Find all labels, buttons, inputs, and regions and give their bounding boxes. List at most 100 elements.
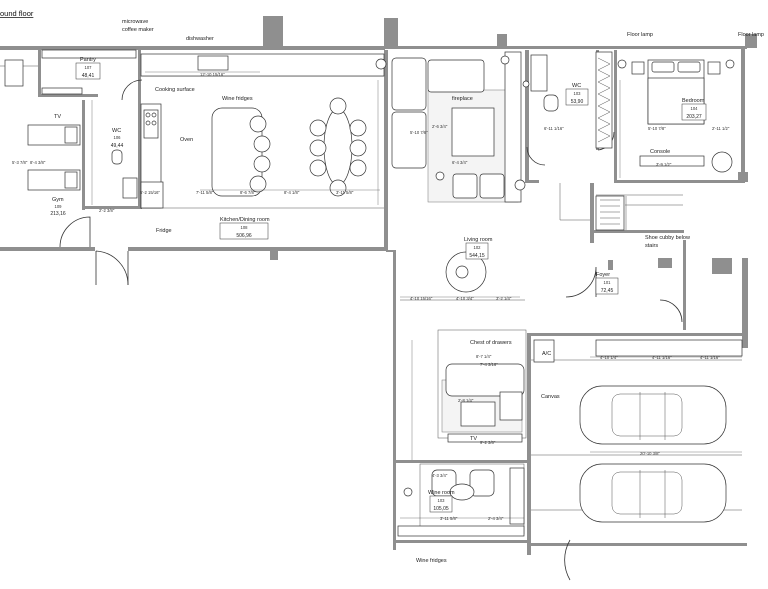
dim-d08: 4'-10 3/4"	[456, 296, 474, 301]
dimension-lines	[91, 71, 742, 519]
room-name-wc-right: WC	[572, 83, 581, 89]
sofa-side	[391, 111, 427, 169]
label-floor-lamp-2: Floor lamp	[738, 32, 764, 38]
decor	[375, 55, 530, 497]
coffee-table	[451, 107, 495, 157]
armchair-2	[479, 173, 505, 199]
dim-d30: 7'-4 3/16"	[480, 362, 498, 367]
room-num-pantry: 107	[85, 65, 93, 70]
room-area-gym: 213,16	[50, 211, 66, 217]
pantry-shelf	[41, 49, 137, 59]
car-2	[579, 463, 727, 523]
dim-d21: 2'-4 3/4"	[488, 516, 504, 521]
lower-sofa	[445, 363, 525, 397]
sofa-corner	[427, 59, 485, 93]
ac-unit	[533, 339, 555, 363]
dim-d16: 4'-11 1/16"	[700, 355, 720, 360]
dim-d26: 2'-6 3/4"	[432, 124, 448, 129]
burner-3	[145, 120, 151, 126]
wc-vanity-right	[530, 54, 548, 92]
stool-1	[249, 115, 267, 133]
treadmill-1-console	[64, 126, 78, 144]
label-microwave: microwave	[122, 19, 148, 25]
nightstand-2	[707, 61, 721, 75]
dim-d07: 4'-10 15/16"	[410, 296, 433, 301]
tag-foyer	[595, 277, 619, 295]
chair-bottom	[329, 179, 347, 197]
label-fridge: Fridge	[156, 228, 172, 234]
room-num-foyer: 101	[604, 280, 612, 285]
room-num-bedroom: 104	[691, 106, 699, 111]
room-num-living: 102	[474, 245, 482, 250]
label-canvas: Canvas	[541, 394, 560, 400]
wall-fragment-4	[738, 172, 748, 182]
wall-garage-bottom	[527, 543, 747, 546]
doors	[59, 79, 683, 581]
column-bottom	[270, 250, 278, 260]
dim-d02: 8'-6 7/8"	[240, 190, 256, 195]
wall-garage-top	[527, 333, 747, 336]
wall-kitchen-bottom	[128, 247, 388, 251]
wall-pantry-left	[38, 50, 41, 95]
chair-r3	[349, 159, 367, 177]
chair-r2	[349, 139, 367, 157]
room-num-wine: 103	[438, 498, 446, 503]
wall-living-right-return	[525, 180, 539, 183]
wall-wc-left	[82, 100, 85, 210]
dim-d05: 8'-4 1/8"	[284, 190, 300, 195]
room-area-kitchen: 506,96	[236, 233, 252, 239]
fridge	[140, 181, 164, 209]
kitchen-top-counter	[140, 53, 385, 77]
room-name-bedroom: Bedroom	[682, 98, 705, 104]
plant-6	[522, 80, 530, 88]
stair-landing	[595, 195, 625, 231]
left-wing-furniture	[4, 49, 385, 209]
pillow-2	[677, 61, 701, 73]
wall-bedroom-bottom	[614, 180, 745, 183]
chair-l2	[309, 139, 327, 157]
burner-2	[151, 112, 157, 118]
room-area-foyer: 72,45	[601, 288, 614, 294]
gym-bike	[4, 59, 24, 87]
sheet-title: ound floor	[0, 9, 34, 18]
wall-stair-left	[590, 183, 594, 243]
dim-d10: 6'-4 3/4"	[452, 160, 468, 165]
tag-living	[465, 242, 489, 260]
stool-4	[249, 175, 267, 193]
wc-sink-left	[122, 177, 138, 199]
dim-d23: 2'-2 3/8"	[99, 208, 115, 213]
room-area-living: 544,15	[469, 253, 485, 259]
label-tv-left: TV	[54, 114, 61, 120]
wall-top-left	[0, 46, 385, 50]
label-ac: A/C	[542, 351, 551, 357]
dim-d15: 20'-10 3/8"	[640, 451, 660, 456]
sofa-top	[391, 57, 427, 111]
label-oven: Oven	[180, 137, 193, 143]
dim-d25: 5'-3 7/8"	[12, 160, 28, 165]
label-coffee: coffee maker	[122, 27, 154, 33]
right-furniture	[530, 51, 743, 523]
wall-living-left-corner	[386, 250, 396, 252]
dim-d13: 4'-10 1/4"	[600, 355, 618, 360]
wall-wc-right-left	[138, 50, 141, 208]
dim-d24: 8'-4 3/8"	[30, 160, 46, 165]
dim-d29: 3'-9 1/2"	[656, 162, 672, 167]
wall-wc-bottom	[82, 206, 142, 209]
wall-living-right	[525, 50, 529, 180]
wall-foyer-right	[683, 240, 686, 330]
garage-shelves	[595, 339, 743, 357]
tv-console-bottom	[447, 433, 523, 443]
dimension-texts: 12'-10 15/16" 8'-6 7/8" 7'-11 5/8" 5'-2 …	[12, 72, 730, 521]
room-area-wine: 105,05	[433, 506, 449, 512]
dim-d19: 2'-8 1/4"	[458, 398, 474, 403]
room-name-living: Living room	[464, 237, 493, 243]
wardrobe	[595, 51, 613, 149]
room-name-kitchen: Kitchen/Dining room	[220, 217, 270, 223]
dim-d01: 12'-10 15/16"	[200, 72, 225, 77]
dim-d27: 5'-10 7/8"	[648, 126, 666, 131]
wall-living-lower-left	[393, 250, 396, 550]
chair-l3	[309, 159, 327, 177]
dim-d22: 4'-3 3/4"	[432, 473, 448, 478]
tag-bedroom	[681, 103, 707, 121]
